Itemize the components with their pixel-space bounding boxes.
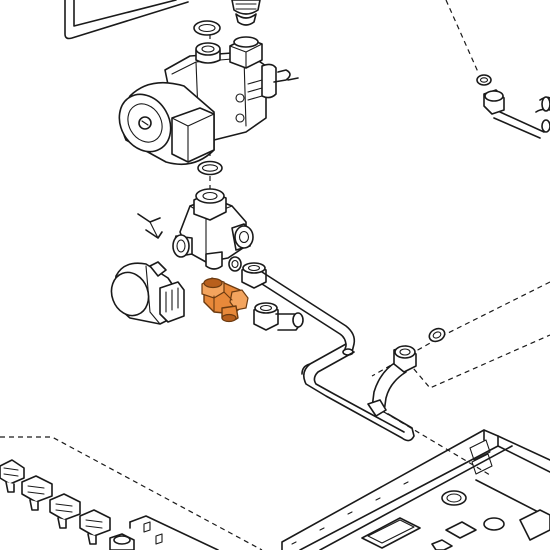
terminal-connector-4[interactable] (79, 509, 111, 545)
upper-right-pipe[interactable] (483, 89, 550, 139)
chassis-frame (281, 429, 550, 550)
control-board-bracket[interactable] (129, 515, 219, 550)
chassis-cutout-right (431, 509, 550, 550)
chassis-cutout-oval (445, 517, 505, 539)
highlighted-drain-valve[interactable] (201, 277, 249, 323)
seal-ring-valve[interactable] (228, 256, 242, 272)
lower-return-pipe[interactable] (275, 312, 415, 442)
seal-ring-upper-right[interactable] (476, 74, 492, 86)
manifold-valve-block[interactable] (172, 188, 254, 270)
retaining-clip-middle[interactable] (137, 213, 163, 239)
chassis-cutout-slot (361, 517, 421, 549)
retaining-clip-top[interactable] (273, 69, 299, 83)
actuator-motor[interactable] (106, 261, 185, 325)
terminal-connector-2[interactable] (21, 475, 53, 511)
casing-panel-corner (64, 0, 189, 40)
circulation-pump[interactable] (109, 36, 277, 166)
terminal-connector-5[interactable] (109, 533, 135, 550)
right-s-pipe[interactable] (367, 345, 417, 417)
terminal-connector-3[interactable] (49, 493, 81, 529)
union-nut-lower[interactable] (253, 302, 279, 331)
terminal-connector-1[interactable] (0, 459, 25, 493)
seal-ring-right[interactable] (427, 326, 447, 344)
seal-ring-top[interactable] (193, 20, 221, 36)
seal-ring-pump-outlet[interactable] (197, 160, 223, 176)
upper-flow-pipe[interactable] (261, 271, 356, 356)
top-connector-fitting[interactable] (231, 0, 261, 26)
chassis-cutout-round (441, 490, 467, 506)
union-nut-upper[interactable] (241, 262, 267, 289)
